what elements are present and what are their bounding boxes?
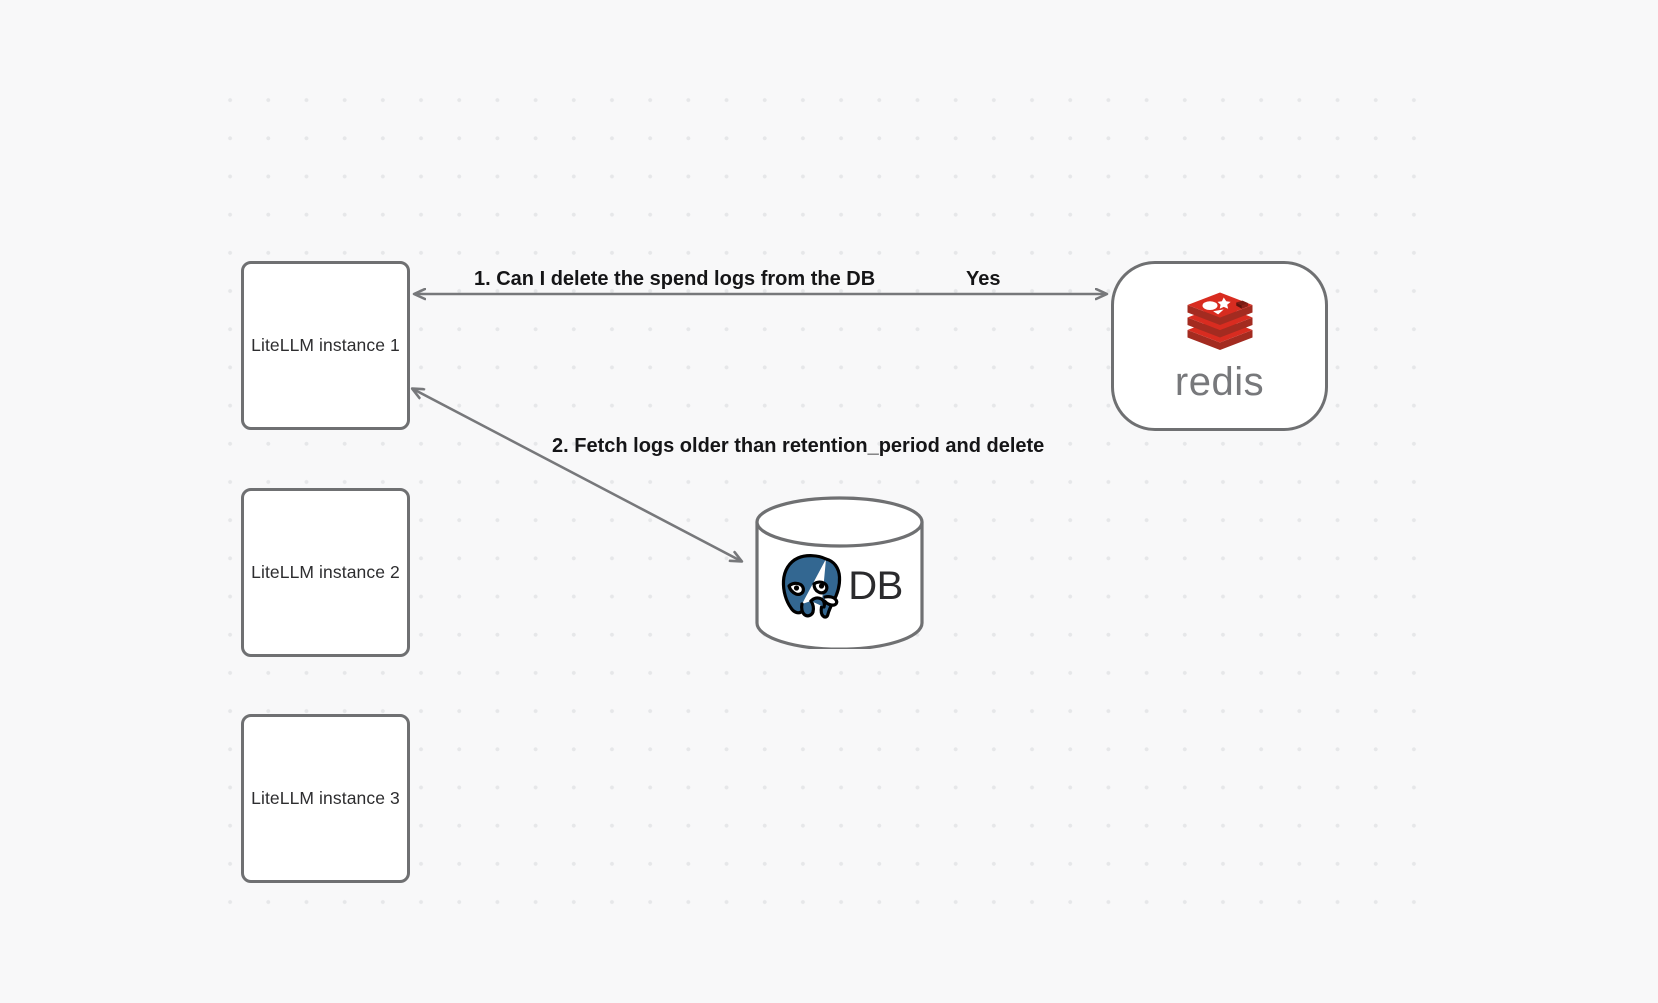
node-label-litellm-1: LiteLLM instance 1 — [251, 335, 400, 355]
redis-wordmark: redis — [1174, 360, 1265, 404]
node-litellm-instance-3[interactable]: LiteLLM instance 3 — [241, 714, 410, 883]
edge-label-question: 1. Can I delete the spend logs from the … — [474, 268, 876, 290]
db-label: DB — [848, 563, 903, 608]
db-content: DB — [753, 496, 926, 649]
edge-label-fetch-delete: 2. Fetch logs older than retention_perio… — [552, 435, 1045, 457]
edge-db-litellm1 — [413, 389, 741, 561]
node-label-litellm-2: LiteLLM instance 2 — [251, 562, 400, 582]
redis-logo-icon: redis — [1164, 290, 1276, 402]
postgresql-elephant-icon — [776, 550, 846, 622]
node-label-litellm-3: LiteLLM instance 3 — [251, 788, 400, 808]
node-redis[interactable]: redis — [1111, 261, 1328, 431]
edge-label-answer: Yes — [966, 268, 1001, 290]
node-litellm-instance-2[interactable]: LiteLLM instance 2 — [241, 488, 410, 657]
node-litellm-instance-1[interactable]: LiteLLM instance 1 — [241, 261, 410, 430]
node-database[interactable]: DB — [753, 496, 926, 649]
